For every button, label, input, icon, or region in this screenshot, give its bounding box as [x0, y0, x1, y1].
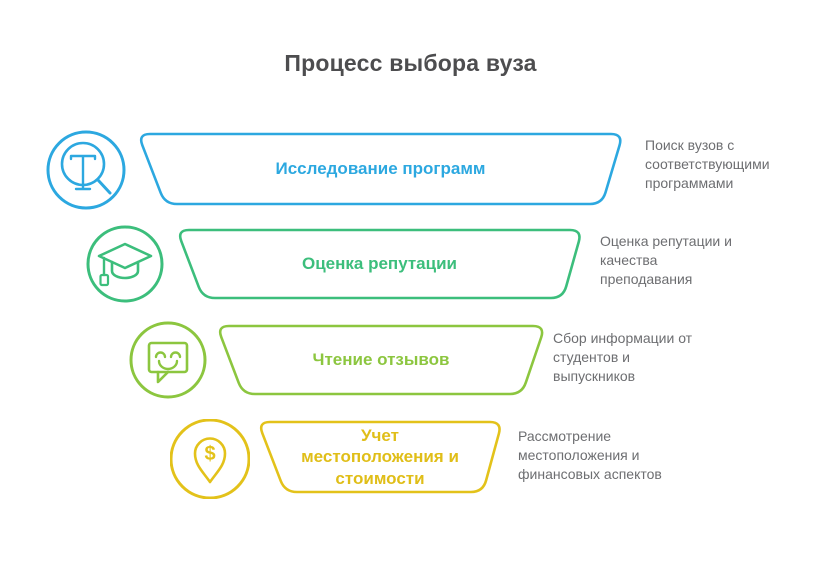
- step-description-2: Оценка репутации и качества преподавания: [600, 233, 732, 288]
- svg-text:$: $: [204, 443, 215, 465]
- page-title: Процесс выбора вуза: [284, 50, 537, 76]
- price-location-pin-icon: $: [170, 419, 250, 499]
- step-label-text: Исследование программ: [275, 159, 486, 179]
- step-label-text: Чтение отзывов: [312, 350, 450, 370]
- smiley-chat-icon: [128, 320, 208, 400]
- step-description-4: Рассмотрение местоположения и финансовых…: [518, 428, 662, 483]
- step-label-3: Чтение отзывов: [217, 326, 545, 394]
- step-label-text: Учет местоположения и стоимости: [301, 426, 459, 488]
- graduation-cap-icon: [85, 224, 165, 304]
- step-label-2: Оценка репутации: [177, 230, 582, 298]
- step-shape-3: [215, 323, 550, 397]
- step-shape-2: [175, 227, 587, 301]
- text-search-icon: [46, 130, 126, 210]
- step-description-3: Сбор информации от студентов и выпускник…: [553, 330, 693, 385]
- step-shape-1: [136, 131, 626, 207]
- step-shape-4: [256, 419, 507, 495]
- step-description-1: Поиск вузов с соответствующими программа…: [645, 137, 770, 192]
- step-label-text: Оценка репутации: [302, 254, 457, 274]
- step-label-1: Исследование программ: [138, 134, 623, 204]
- step-label-4: Учет местоположения и стоимости: [258, 422, 502, 492]
